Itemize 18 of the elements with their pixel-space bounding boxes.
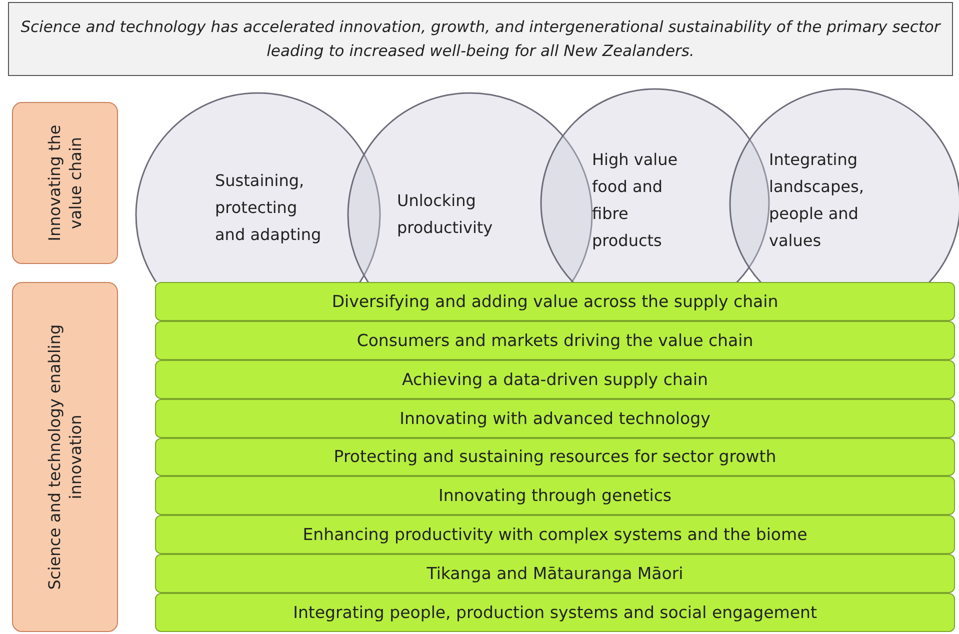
category-box (12, 102, 118, 264)
enabler-bar: Innovating through genetics (155, 476, 955, 516)
enabler-bar: Diversifying and adding value across the supply chain (155, 282, 955, 321)
theme-label: Unlocking productivity (397, 190, 494, 239)
category-label: Science and technology enabling innovation (44, 323, 86, 592)
enabler-bar: Integrating people, production systems and social engagement (155, 593, 955, 632)
enabler-bar: Achieving a data-driven supply chain (155, 360, 955, 399)
enabler-bar: Protecting and sustaining resources for sector growth (155, 438, 955, 476)
enabler-bar: Consumers and markets driving the value chain (155, 320, 955, 360)
theme-label: Sustaining, protecting and adapting (215, 170, 322, 246)
statement-box: Science and technology has accelerated innovation, growth, and intergenerational sustainability of the primary sector leading to increased well-being for all New Zealanders. (8, 2, 953, 76)
theme-label: Integrating landscapes, people and values (769, 149, 865, 252)
category-box (12, 282, 118, 632)
enabler-bar: Innovating with advanced technology (155, 398, 955, 438)
enabler-bar: Tikanga and Mātauranga Māori (155, 554, 955, 594)
theme-label: High value food and fibre products (592, 149, 679, 252)
enabler-bar: Enhancing productivity with complex systems and the biome (155, 515, 955, 554)
category-label: Innovating the value chain (44, 124, 86, 244)
